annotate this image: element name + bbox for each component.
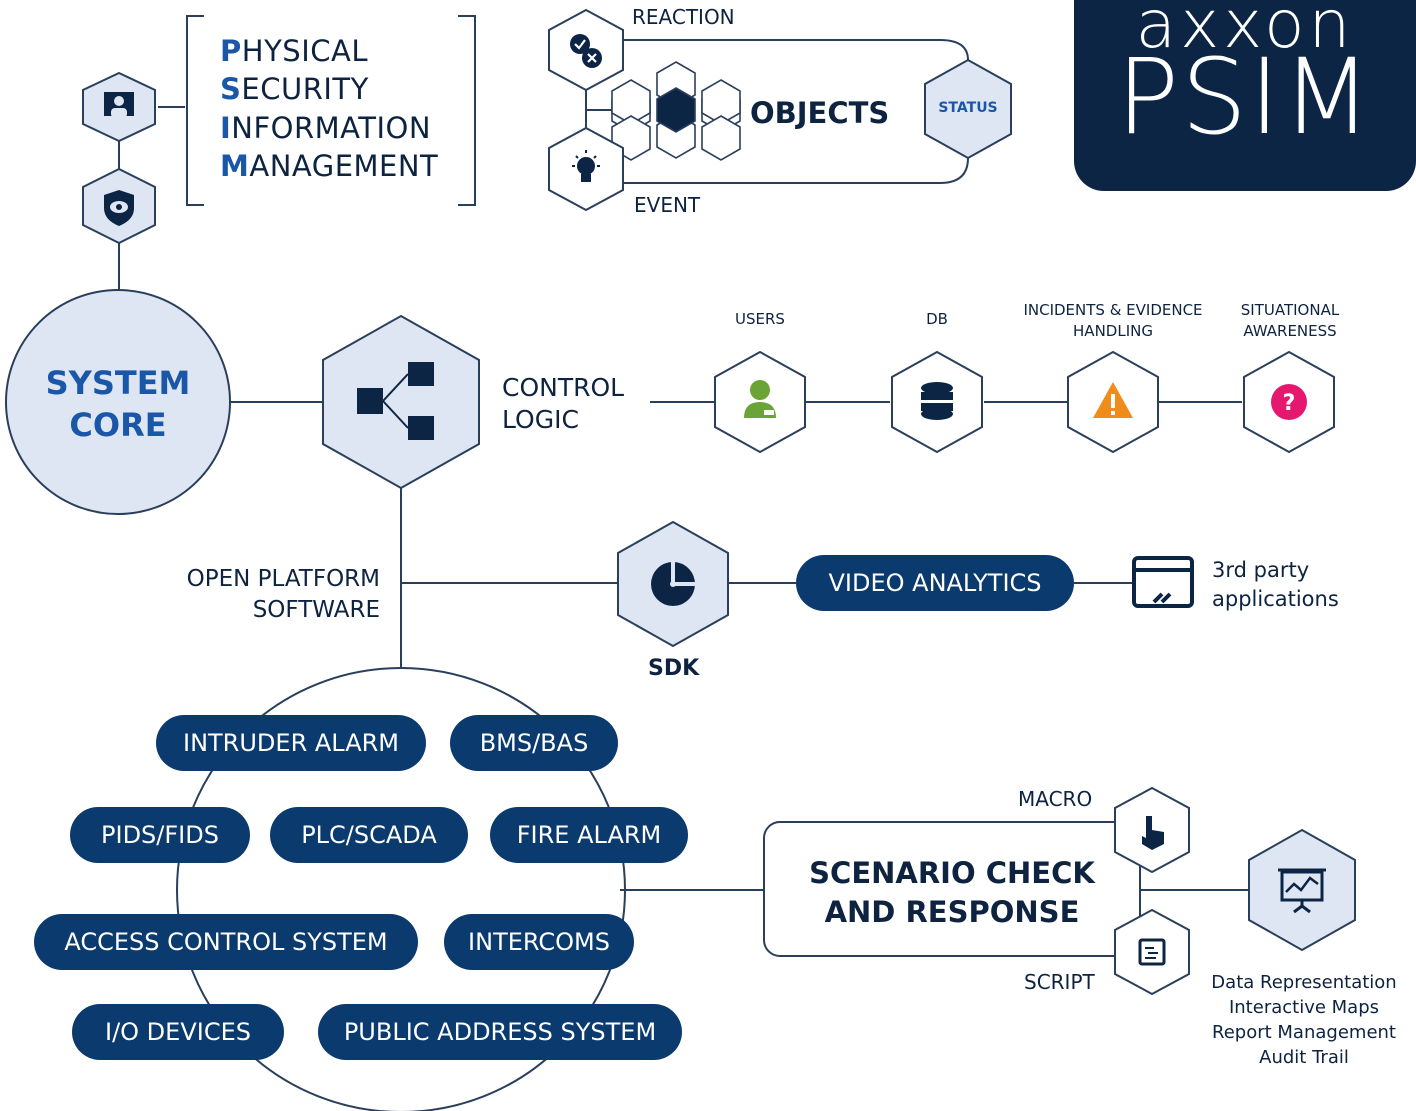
psim-title-line-2: SECURITY — [220, 72, 369, 106]
users-node — [712, 350, 808, 454]
pill-pids-fids[interactable]: PIDS/FIDS — [70, 807, 250, 863]
svg-text:?: ? — [1283, 391, 1296, 416]
event-label: EVENT — [634, 193, 701, 217]
incidents-node — [1065, 350, 1161, 454]
reporting-item: Report Management — [1212, 1022, 1396, 1043]
scenario-box — [763, 821, 1141, 957]
psim-title-line-1: PHYSICAL — [220, 34, 368, 68]
status-node: STATUS — [922, 58, 1014, 160]
logo-axxon: axxon — [1135, 0, 1355, 63]
pill-bms-bas[interactable]: BMS/BAS — [450, 715, 618, 771]
pill-plc-scada[interactable]: PLC/SCADA — [270, 807, 468, 863]
reporting-list: Data Representation Interactive Maps Rep… — [1196, 970, 1412, 1070]
status-label: STATUS — [938, 100, 998, 116]
pill-public-address-system[interactable]: PUBLIC ADDRESS SYSTEM — [318, 1004, 682, 1060]
pill-fire-alarm[interactable]: FIRE ALARM — [490, 807, 688, 863]
db-label: DB — [926, 310, 948, 328]
reporting-node — [1246, 828, 1358, 952]
axxon-psim-logo: axxon PSIM — [1074, 0, 1416, 191]
video-analytics-pill[interactable]: VIDEO ANALYTICS — [796, 555, 1074, 611]
reporting-item: Audit Trail — [1259, 1047, 1349, 1068]
pill-intercoms[interactable]: INTERCOMS — [444, 914, 634, 970]
subsystems-circle — [176, 667, 626, 1111]
sdk-label: SDK — [648, 656, 700, 681]
script-label: SCRIPT — [1024, 970, 1095, 994]
macro-icon-node — [1112, 786, 1192, 874]
macro-label: MACRO — [1018, 787, 1093, 811]
reporting-item: Interactive Maps — [1228, 997, 1380, 1018]
psim-title-line-4: MANAGEMENT — [220, 149, 439, 183]
reporting-item: Data Representation — [1211, 972, 1397, 993]
shield-eye-icon-node — [80, 167, 158, 245]
system-core-circle — [5, 289, 231, 515]
script-icon-node — [1112, 908, 1192, 996]
users-label: USERS — [735, 310, 785, 328]
objects-label: OBJECTS — [750, 96, 890, 130]
reaction-label: REACTION — [632, 5, 735, 29]
event-icon-node — [546, 126, 626, 212]
pill-access-control-system[interactable]: ACCESS CONTROL SYSTEM — [34, 914, 418, 970]
presenter-icon-node — [80, 71, 158, 143]
pill-intruder-alarm[interactable]: INTRUDER ALARM — [156, 715, 426, 771]
third-party-app-icon — [1132, 556, 1194, 614]
psim-title-line-3: INFORMATION — [220, 111, 432, 145]
sdk-node — [615, 520, 731, 648]
honeycomb-cluster — [611, 61, 741, 161]
db-node — [889, 350, 985, 454]
logo-psim: PSIM — [1116, 36, 1374, 158]
situational-awareness-node: ? — [1241, 350, 1337, 454]
reaction-icon-node — [546, 8, 626, 92]
control-logic-node — [320, 314, 482, 490]
pill-io-devices[interactable]: I/O DEVICES — [72, 1004, 284, 1060]
